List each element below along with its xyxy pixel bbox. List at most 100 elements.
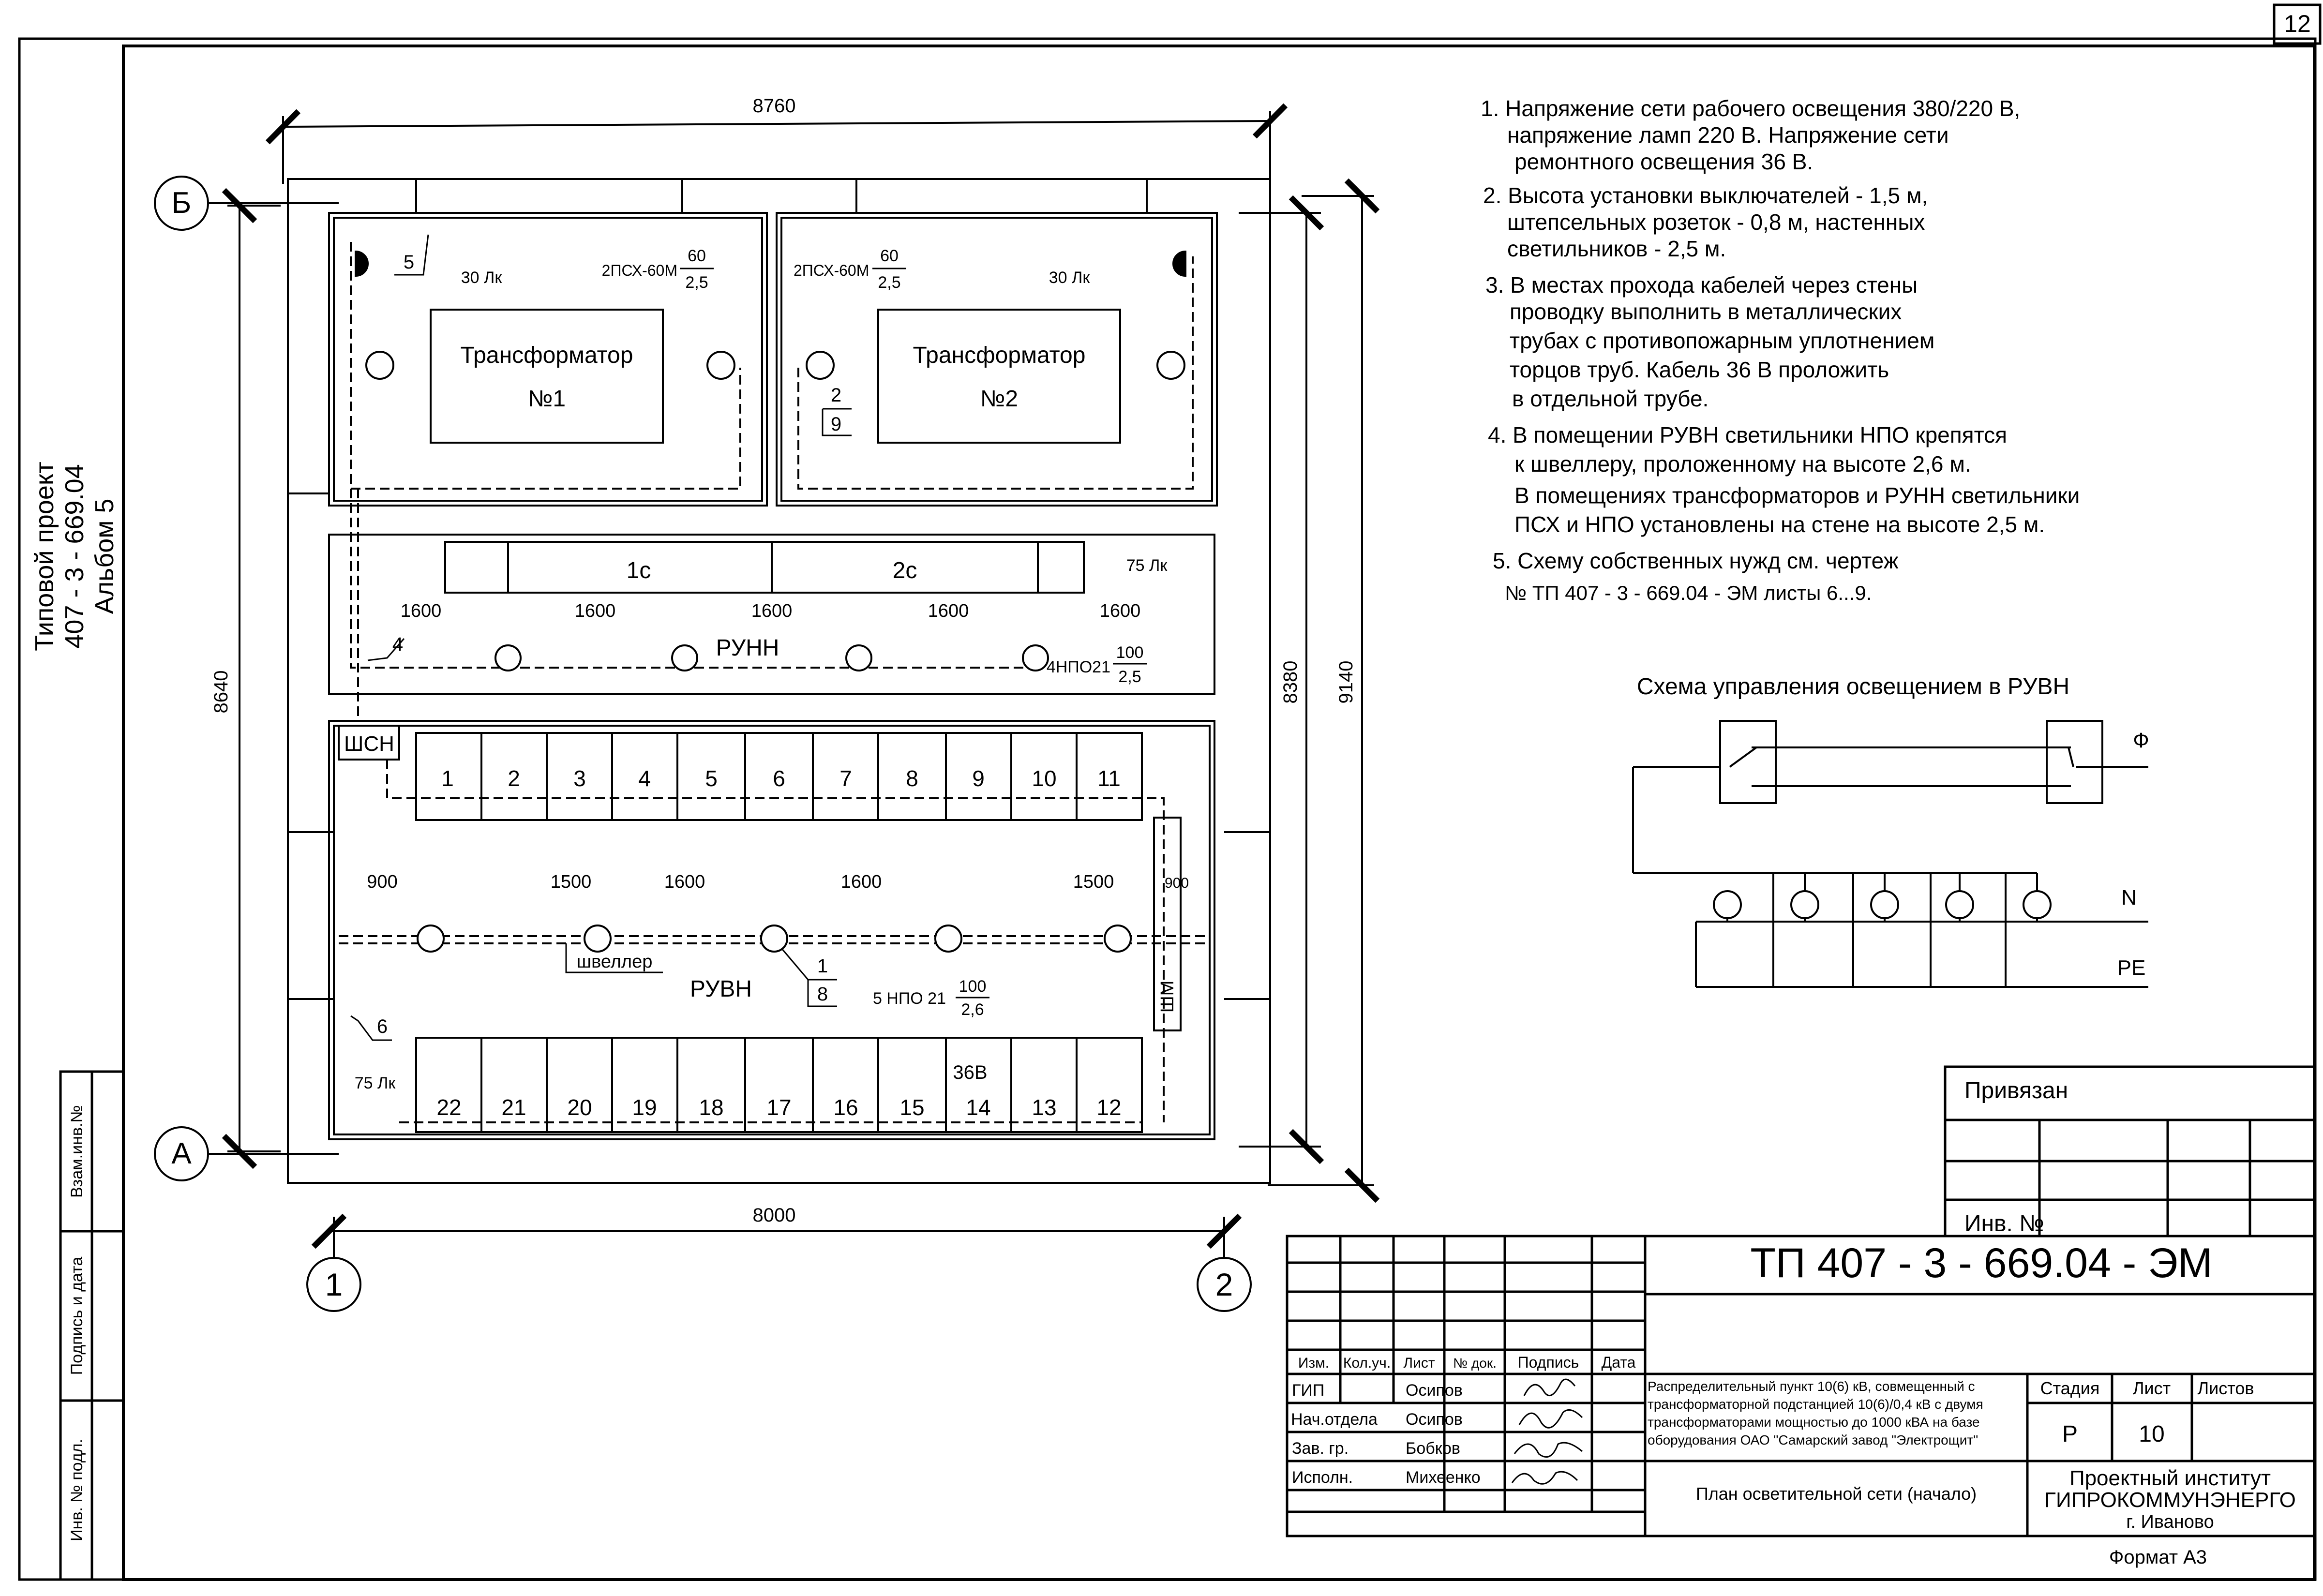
svg-text:оборудования ОАО "Самарский за: оборудования ОАО "Самарский завод "Элект… (1648, 1432, 1978, 1447)
svg-text:17: 17 (766, 1095, 791, 1120)
svg-text:1500: 1500 (551, 872, 592, 892)
svg-text:30 Лк: 30 Лк (1049, 268, 1091, 287)
svg-text:торцов труб. Кабель 36 В проло: торцов труб. Кабель 36 В проложить (1510, 357, 1889, 382)
runn-room: 1с 2с 75 Лк РУНН 1600 1600 1600 1600 160… (367, 556, 1168, 686)
svg-text:2ПСХ-60М: 2ПСХ-60М (794, 262, 869, 279)
dimension-lines (222, 103, 1380, 1253)
svg-text:8: 8 (817, 984, 828, 1005)
svg-text:30 Лк: 30 Лк (461, 268, 503, 287)
svg-text:Нач.отдела: Нач.отдела (1291, 1410, 1378, 1429)
dim-left: 8640 (210, 671, 232, 714)
left-stamp-labels: Взам.инв.№ Подпись и дата Инв. № подл. (68, 1105, 86, 1541)
notes: 1. Напряжение сети рабочего освещения 38… (1481, 96, 2080, 604)
svg-text:1500: 1500 (1073, 872, 1114, 892)
svg-text:Исполн.: Исполн. (1292, 1468, 1353, 1487)
ruvn-room: 1 2 3 4 5 6 7 8 9 10 11 22 21 20 19 18 1… (350, 766, 1189, 1120)
transformer-room-2: Трансформатор №2 30 Лк 2ПСХ-60М 60 2,5 2… (794, 247, 1091, 436)
svg-text:г. Иваново: г. Иваново (2126, 1512, 2214, 1532)
svg-text:4. В помещении РУВН светильник: 4. В помещении РУВН светильники НПО креп… (1488, 422, 2007, 447)
svg-text:РУНН: РУНН (716, 635, 779, 661)
svg-text:Михеенко: Михеенко (1406, 1468, 1481, 1487)
axis-b: Б (172, 186, 192, 220)
svg-text:Альбом 5: Альбом 5 (90, 499, 119, 614)
scheme-neutral: N (2121, 886, 2137, 910)
lamps (365, 351, 1185, 953)
svg-text:1: 1 (817, 955, 828, 977)
svg-text:6: 6 (377, 1016, 388, 1037)
svg-text:36В: 36В (953, 1062, 987, 1083)
svg-text:2с: 2с (893, 558, 917, 583)
svg-text:5 НПО 21: 5 НПО 21 (873, 989, 946, 1008)
tb-inv: Инв. № (1964, 1211, 2044, 1237)
axis-2: 2 (1215, 1267, 1233, 1302)
svg-text:19: 19 (632, 1095, 657, 1120)
scheme-phase: Ф (2133, 729, 2149, 752)
wiring (339, 242, 1210, 1123)
svg-text:2: 2 (831, 385, 841, 406)
project-label: Типовой проект 407 - 3 - 669.04 Альбом 5 (30, 462, 119, 651)
tb-drawing-name: План осветительной сети (начало) (1696, 1484, 1977, 1504)
axis-a: А (171, 1137, 192, 1170)
svg-text:Осипов: Осипов (1406, 1410, 1463, 1429)
svg-text:к швеллеру, проложенному на вы: к швеллеру, проложенному на высоте 2,6 м… (1514, 451, 1971, 477)
svg-text:Стадия: Стадия (2040, 1378, 2100, 1398)
svg-text:1. Напряжение сети рабочего ос: 1. Напряжение сети рабочего освещения 38… (1481, 96, 2020, 121)
svg-text:2ПСХ-60М: 2ПСХ-60М (602, 262, 677, 279)
svg-text:1600: 1600 (841, 872, 882, 892)
svg-text:Кол.уч.: Кол.уч. (1343, 1355, 1391, 1371)
svg-text:1600: 1600 (401, 601, 442, 621)
svg-text:ПСХ и НПО установлены на стене: ПСХ и НПО установлены на стене на высоте… (1514, 512, 2045, 537)
svg-text:трансформаторной подстанцией 1: трансформаторной подстанцией 10(6)/0,4 к… (1648, 1397, 1983, 1412)
svg-text:Подпись: Подпись (1518, 1354, 1579, 1371)
svg-text:Инв. № подл.: Инв. № подл. (68, 1439, 86, 1541)
shsn-panel: ШСН (344, 732, 394, 756)
svg-text:7: 7 (839, 766, 852, 791)
svg-text:8: 8 (906, 766, 918, 791)
svg-text:ГИПРОКОММУНЭНЕРГО: ГИПРОКОММУНЭНЕРГО (2044, 1488, 2296, 1512)
svg-text:ГИП: ГИП (1292, 1381, 1324, 1400)
svg-text:2,5: 2,5 (1118, 668, 1141, 686)
svg-text:№ док.: № док. (1453, 1356, 1497, 1371)
svg-text:15: 15 (899, 1095, 924, 1120)
wall-sockets (355, 250, 1186, 277)
svg-text:100: 100 (959, 977, 987, 996)
svg-text:5: 5 (705, 766, 718, 791)
svg-text:Взам.инв.№: Взам.инв.№ (68, 1105, 86, 1198)
svg-text:10: 10 (2139, 1421, 2164, 1447)
svg-text:1с: 1с (627, 558, 651, 583)
svg-text:1600: 1600 (928, 601, 969, 621)
signatures (1511, 1378, 1583, 1485)
transformer-room-1: Трансформатор №1 30 Лк 2ПСХ-60М 60 2,5 5 (394, 234, 714, 412)
dim-right-outer: 9140 (1335, 661, 1357, 704)
svg-text:18: 18 (699, 1095, 723, 1120)
svg-text:9: 9 (831, 414, 841, 435)
svg-text:900: 900 (1165, 875, 1189, 891)
svg-text:швеллер: швеллер (577, 952, 653, 972)
dim-bottom: 8000 (753, 1205, 796, 1226)
svg-text:14: 14 (966, 1095, 990, 1120)
building-walls (287, 178, 1271, 1184)
axis-markers (154, 176, 1252, 1312)
svg-text:2: 2 (508, 766, 520, 791)
svg-text:12: 12 (1096, 1095, 1121, 1120)
tb-roles: ГИП Нач.отдела Зав. гр. Исполн. Осипов О… (1291, 1381, 1481, 1487)
svg-text:10: 10 (1032, 766, 1056, 791)
svg-text:4: 4 (638, 766, 651, 791)
svg-text:6: 6 (773, 766, 785, 791)
svg-text:Листов: Листов (2198, 1378, 2254, 1398)
svg-text:11: 11 (1097, 766, 1121, 791)
svg-text:20: 20 (567, 1095, 592, 1120)
tb-description: Распределительный пункт 10(6) кВ, совмещ… (1648, 1379, 1983, 1447)
svg-text:РУВН: РУВН (690, 976, 752, 1002)
tb-code: ТП 407 - 3 - 669.04 - ЭМ (1750, 1240, 2212, 1286)
svg-text:Лист: Лист (1403, 1355, 1435, 1371)
tb-bound: Привязан (1964, 1078, 2068, 1104)
svg-text:штепсельных розеток - 0,8 м, н: штепсельных розеток - 0,8 м, настенных (1507, 209, 1925, 235)
svg-text:2,5: 2,5 (685, 273, 708, 292)
svg-text:светильников - 2,5 м.: светильников - 2,5 м. (1507, 236, 1726, 261)
svg-text:75 Лк: 75 Лк (355, 1074, 396, 1092)
svg-text:900: 900 (367, 872, 397, 892)
svg-text:1600: 1600 (751, 601, 793, 621)
tb-headers: Изм. Кол.уч. Лист № док. Подпись Дата (1298, 1354, 1636, 1371)
dim-right-inner: 8380 (1280, 661, 1301, 704)
